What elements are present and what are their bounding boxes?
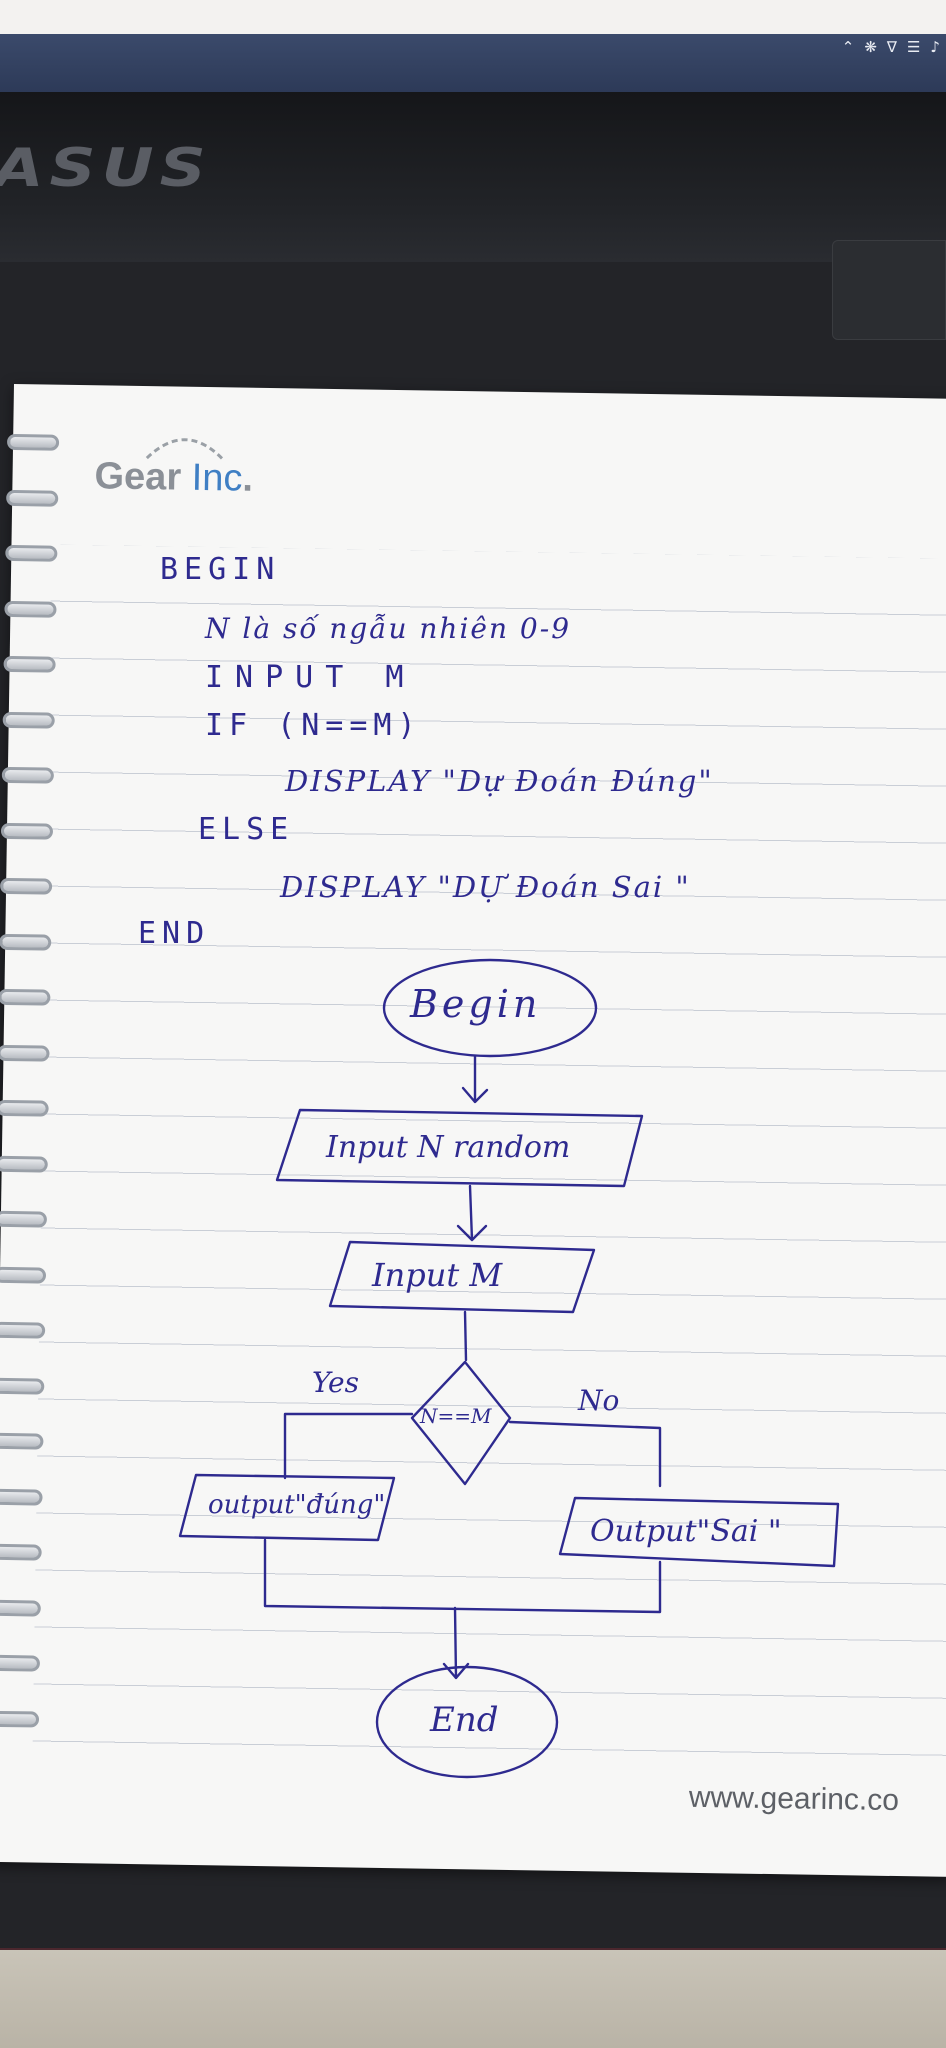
taskbar: ⌃ ❋ ∇ ☰ ♪ bbox=[0, 34, 946, 92]
gear-inc-logo: Gear Inc. bbox=[94, 438, 253, 500]
speaker-icon[interactable]: ♪ bbox=[930, 38, 940, 56]
arrow-input-m-to-decision bbox=[463, 1310, 468, 1362]
desk-surface bbox=[0, 1950, 946, 2048]
shield-icon[interactable]: ∇ bbox=[886, 38, 897, 56]
flow-input-m-label: Input M bbox=[372, 1256, 503, 1294]
pseudo-else: ELSE bbox=[198, 812, 295, 847]
network-icon[interactable]: ❋ bbox=[864, 38, 877, 56]
laptop-brand-logo: ASUS bbox=[0, 138, 212, 200]
flow-end-label: End bbox=[430, 1700, 499, 1740]
pseudo-begin: BEGIN bbox=[160, 552, 281, 587]
input-m-parallelogram bbox=[328, 1240, 596, 1314]
begin-terminal bbox=[382, 958, 598, 1058]
wifi-icon[interactable]: ☰ bbox=[906, 38, 921, 56]
pseudo-if: IF (N==M) bbox=[205, 708, 422, 743]
gear-icon bbox=[145, 438, 224, 461]
merge-line bbox=[263, 1538, 662, 1614]
flow-yes-label: Yes bbox=[312, 1366, 359, 1399]
yes-branch-line bbox=[283, 1412, 414, 1480]
output-yes-parallelogram bbox=[178, 1473, 396, 1542]
end-terminal bbox=[375, 1665, 559, 1779]
flow-output-yes-label: output"đúng" bbox=[208, 1490, 386, 1520]
no-branch-line bbox=[508, 1420, 662, 1488]
input-n-parallelogram bbox=[275, 1108, 644, 1188]
laptop-bezel bbox=[0, 92, 946, 262]
flow-decision-label: N==M bbox=[420, 1404, 492, 1428]
laptop-hinge bbox=[832, 240, 946, 340]
system-tray: ⌃ ❋ ∇ ☰ ♪ bbox=[842, 38, 940, 56]
notebook-page: Gear Inc. www.gearinc.co bbox=[0, 384, 946, 1877]
flow-begin-label: Begin bbox=[410, 982, 542, 1026]
pseudo-end: END bbox=[138, 916, 211, 951]
pseudo-line-random: N là số ngẫu nhiên 0-9 bbox=[205, 612, 572, 645]
arrow-input-n-to-input-m bbox=[456, 1184, 488, 1242]
pseudo-input: INPUT M bbox=[205, 660, 416, 695]
flow-input-n-label: Input N random bbox=[326, 1130, 571, 1165]
pseudo-display-correct: DISPLAY "Dự Đoán Đúng" bbox=[285, 764, 714, 798]
output-no-parallelogram bbox=[558, 1496, 840, 1568]
arrow-begin-to-input-n bbox=[461, 1054, 489, 1104]
decision-diamond bbox=[410, 1360, 512, 1486]
chevron-up-icon[interactable]: ⌃ bbox=[841, 38, 855, 56]
pseudo-display-wrong: DISPLAY "DỰ Đoán Sai " bbox=[280, 870, 691, 904]
flow-output-no-label: Output"Sai " bbox=[590, 1514, 782, 1549]
flow-no-label: No bbox=[578, 1384, 620, 1417]
laptop-screen bbox=[0, 0, 946, 40]
